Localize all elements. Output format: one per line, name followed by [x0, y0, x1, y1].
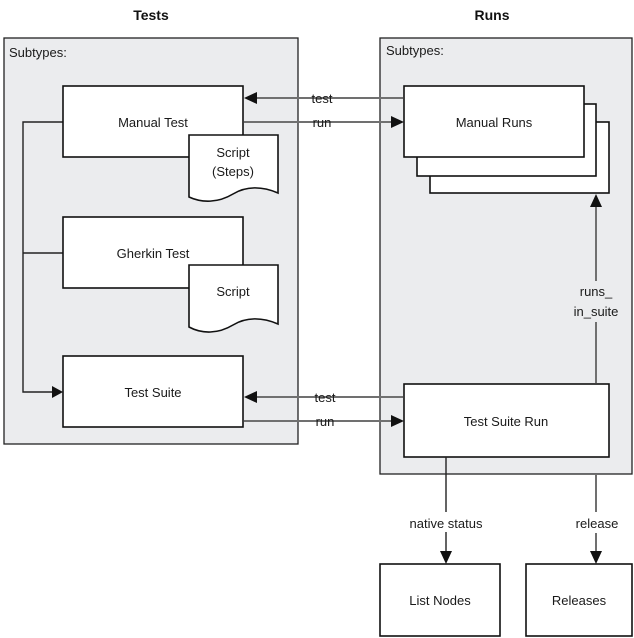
- runs-subtypes-label: Subtypes:: [386, 43, 444, 58]
- test-suite-node[interactable]: [62, 355, 244, 428]
- gherkin-script-label: Script: [216, 284, 250, 299]
- test-suite-run-label: Test Suite Run: [464, 414, 549, 429]
- release-arrowhead-icon: [590, 551, 602, 564]
- native-status-arrowhead-icon: [440, 551, 452, 564]
- suite-test-edge-arrowhead-icon: [244, 391, 257, 403]
- tests-group-title: Tests: [133, 7, 169, 23]
- manual-run-edge-label: run: [313, 115, 332, 130]
- test-suite-label: Test Suite: [124, 385, 181, 400]
- releases-label: Releases: [552, 593, 607, 608]
- gherkin-test-label: Gherkin Test: [117, 246, 190, 261]
- manual-runs-node[interactable]: [403, 85, 585, 158]
- test-suite-run-node[interactable]: [403, 383, 610, 458]
- manual-test-edge-arrowhead-icon: [244, 92, 257, 104]
- manual-run-edge-arrowhead-icon: [391, 116, 404, 128]
- manual-test-script-doc[interactable]: [188, 134, 279, 202]
- release-label: release: [576, 516, 619, 531]
- gherkin-script-doc[interactable]: [188, 264, 279, 333]
- manual-runs-label: Manual Runs: [456, 115, 533, 130]
- manual-test-script-label-2: (Steps): [212, 164, 254, 179]
- runs-group-title: Runs: [475, 7, 510, 23]
- suite-run-edge-arrowhead-icon: [391, 415, 404, 427]
- manual-test-edge-label: test: [312, 91, 333, 106]
- runs-in-suite-label-1: runs_: [580, 284, 613, 299]
- manual-test-label: Manual Test: [118, 115, 188, 130]
- releases-node[interactable]: [525, 563, 633, 637]
- list-nodes-node[interactable]: [379, 563, 501, 637]
- runs-in-suite-arrowhead-icon: [590, 194, 602, 207]
- suite-test-edge-label: test: [315, 390, 336, 405]
- runs-in-suite-label-2: in_suite: [574, 304, 619, 319]
- subtype-arrowhead-icon: [52, 386, 63, 398]
- native-status-label: native status: [410, 516, 483, 531]
- list-nodes-label: List Nodes: [409, 593, 471, 608]
- subtype-connector: [22, 121, 63, 393]
- tests-subtypes-label: Subtypes:: [9, 45, 67, 60]
- manual-test-script-label-1: Script: [216, 145, 250, 160]
- suite-run-edge-label: run: [316, 414, 335, 429]
